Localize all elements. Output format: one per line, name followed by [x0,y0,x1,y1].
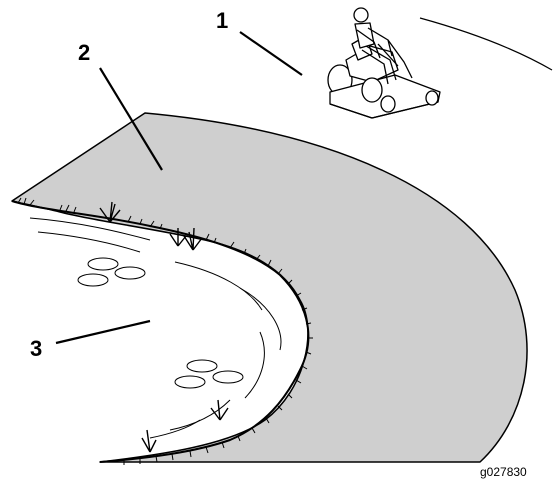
leader-line-1 [239,31,303,76]
water-ripples [29,217,282,439]
leader-line-3 [55,319,151,345]
turf-area [11,112,528,463]
leader-line-2 [99,67,163,171]
callout-2: 2 [78,40,91,65]
figure-id: g027830 [480,465,527,479]
callout-1: 1 [216,8,229,33]
riding-mower-icon [327,7,441,119]
horizon-line [419,17,553,71]
grass-fringe [17,197,313,465]
callout-3: 3 [30,336,43,361]
water-ovals [77,257,244,389]
weed-tuft-icon [99,201,229,453]
